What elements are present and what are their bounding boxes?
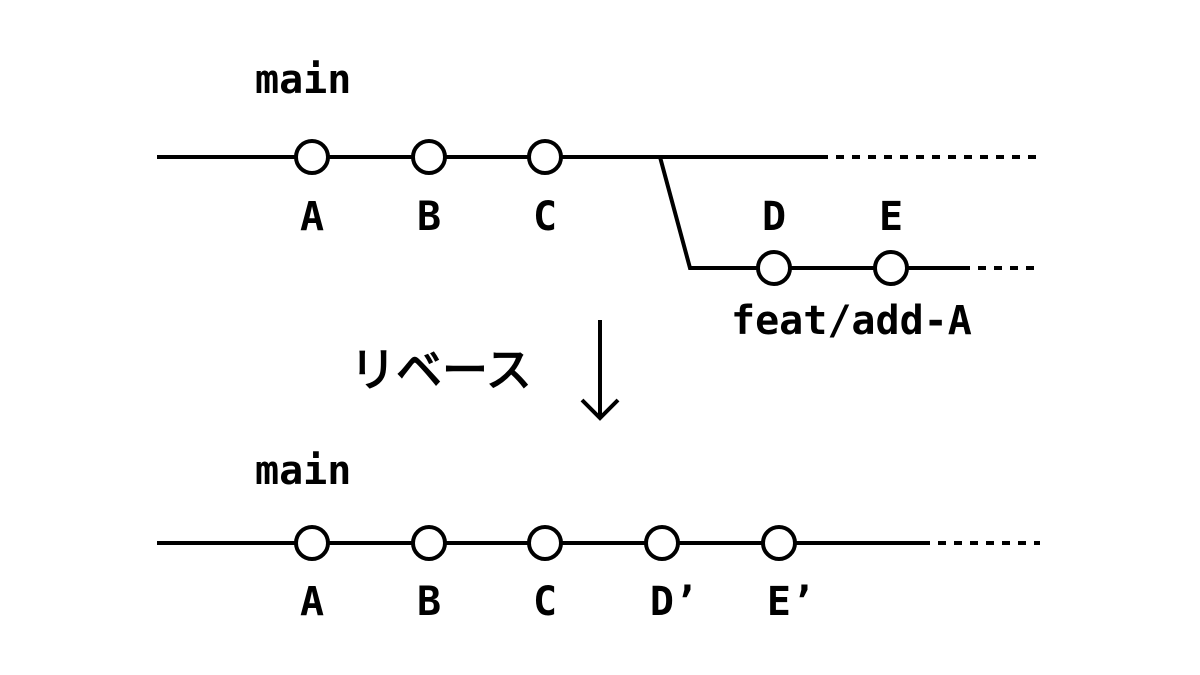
main-branch-label-before: main bbox=[255, 57, 351, 103]
commit-node-d-prime bbox=[644, 525, 680, 561]
commit-node-e-prime bbox=[761, 525, 797, 561]
commit-node-d bbox=[756, 250, 792, 286]
after-section: main A B C D’ E’ bbox=[157, 448, 1040, 625]
rebase-label: リベース bbox=[350, 343, 532, 397]
commit-label-b-before: B bbox=[417, 194, 441, 240]
commit-label-a-after: A bbox=[300, 579, 324, 625]
commit-label-d-prime: D’ bbox=[650, 579, 698, 625]
commit-node-b-after bbox=[411, 525, 447, 561]
feature-branch-fork bbox=[658, 156, 760, 270]
commit-node-a-after bbox=[294, 525, 330, 561]
commit-node-a-before bbox=[294, 139, 330, 175]
commit-label-c-after: C bbox=[533, 579, 557, 625]
commit-node-c-before bbox=[527, 139, 563, 175]
commit-label-e: E bbox=[879, 194, 903, 240]
down-arrow-icon bbox=[580, 320, 620, 421]
commit-node-b-before bbox=[411, 139, 447, 175]
commit-label-e-prime: E’ bbox=[767, 579, 815, 625]
before-section: main A B C D E feat/add-A bbox=[157, 57, 1040, 344]
commit-label-b-after: B bbox=[417, 579, 441, 625]
commit-node-e bbox=[873, 250, 909, 286]
commit-label-d: D bbox=[762, 194, 786, 240]
commit-node-c-after bbox=[527, 525, 563, 561]
commit-label-a-before: A bbox=[300, 194, 324, 240]
feature-branch-label: feat/add-A bbox=[731, 298, 972, 344]
main-branch-label-after: main bbox=[255, 448, 351, 494]
commit-label-c-before: C bbox=[533, 194, 557, 240]
rebase-operation: リベース bbox=[350, 320, 620, 421]
